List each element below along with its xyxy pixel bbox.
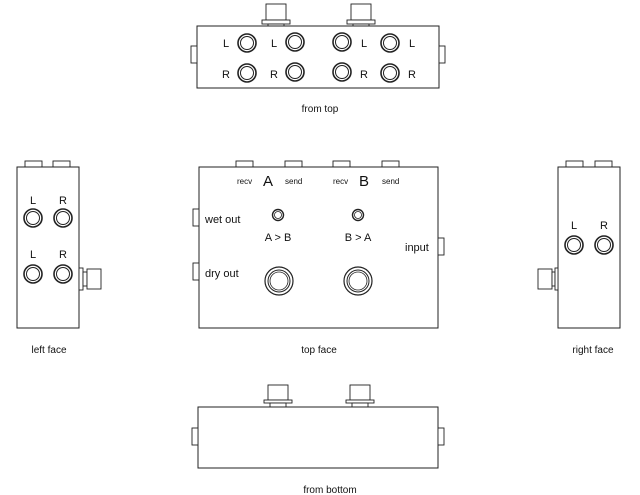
jack-left-2: [53, 208, 73, 228]
top-stub: [24, 160, 43, 168]
view-from-bottom: from bottom: [191, 384, 445, 495]
send-label: send: [382, 177, 399, 186]
led-b: [351, 208, 365, 222]
side-jack-left: [191, 427, 199, 446]
channel-label-r: R: [270, 69, 278, 81]
top-stub: [235, 160, 254, 168]
input-label: input: [405, 242, 429, 254]
side-jack-wet-out: [192, 208, 200, 227]
jack-top-4: [380, 33, 400, 53]
channel-label-l: L: [409, 38, 415, 50]
channel-label-r: R: [600, 220, 608, 232]
jack-top-3: [332, 32, 352, 52]
wet-out-label: wet out: [204, 214, 240, 226]
channel-label-l: L: [361, 38, 367, 50]
top-stub: [332, 160, 351, 168]
caption-right-face: right face: [572, 345, 614, 356]
caption-from-bottom: from bottom: [303, 485, 356, 495]
channel-label-l: L: [30, 195, 36, 207]
channel-label-l: L: [30, 249, 36, 261]
view-from-top: L L L L R R R R from top: [190, 3, 446, 115]
loop-a-label: A: [263, 173, 273, 190]
side-jack-input: [437, 237, 445, 256]
top-stub: [594, 160, 613, 168]
jack-right-2: [594, 235, 614, 255]
top-stub: [284, 160, 303, 168]
side-jack-right: [437, 427, 445, 446]
enclosure-left-face: [16, 166, 80, 329]
recv-label: recv: [237, 177, 252, 186]
channel-label-r: R: [59, 195, 67, 207]
channel-label-r: R: [408, 69, 416, 81]
led-a-label: A > B: [265, 232, 292, 244]
enclosure-bottom-view: [197, 406, 439, 469]
view-left-face: L R L R left face: [16, 160, 102, 356]
top-stub: [565, 160, 584, 168]
top-stub: [381, 160, 400, 168]
footswitch-side-stub: [537, 267, 559, 291]
view-top-face: recv A send recv B send wet out dry out …: [192, 160, 445, 356]
caption-top-face: top face: [301, 345, 337, 356]
enclosure-top-view: [196, 25, 440, 89]
recv-label: recv: [333, 177, 348, 186]
footswitch-side-stub: [78, 267, 102, 291]
top-stub: [52, 160, 71, 168]
jack-left-3: [23, 264, 43, 284]
channel-label-l: L: [571, 220, 577, 232]
footswitch-stub-2: [346, 3, 376, 29]
led-b-label: B > A: [345, 232, 372, 244]
channel-label-r: R: [360, 69, 368, 81]
footswitch-stub-1: [261, 3, 291, 29]
enclosure-top-face: [198, 166, 439, 329]
channel-label-l: L: [271, 38, 277, 50]
footswitch-b: [343, 266, 373, 296]
caption-from-top: from top: [302, 104, 339, 115]
side-jack-right: [438, 45, 446, 64]
footswitch-stub-2: [345, 384, 375, 408]
jack-top-1: [237, 33, 257, 53]
channel-label-r: R: [59, 249, 67, 261]
jack-left-4: [53, 264, 73, 284]
caption-left-face: left face: [31, 345, 66, 356]
view-right-face: L R right face: [537, 160, 621, 356]
side-jack-left: [190, 45, 198, 64]
channel-label-r: R: [222, 69, 230, 81]
jack-top-2: [285, 32, 305, 52]
jack-top-7: [332, 62, 352, 82]
jack-top-6: [285, 62, 305, 82]
channel-label-l: L: [223, 38, 229, 50]
led-a: [271, 208, 285, 222]
footswitch-stub-1: [263, 384, 293, 408]
jack-top-5: [237, 63, 257, 83]
side-jack-dry-out: [192, 262, 200, 281]
footswitch-a: [264, 266, 294, 296]
jack-right-1: [564, 235, 584, 255]
send-label: send: [285, 177, 302, 186]
jack-top-8: [380, 63, 400, 83]
dry-out-label: dry out: [205, 268, 239, 280]
loop-b-label: B: [359, 173, 369, 190]
jack-left-1: [23, 208, 43, 228]
